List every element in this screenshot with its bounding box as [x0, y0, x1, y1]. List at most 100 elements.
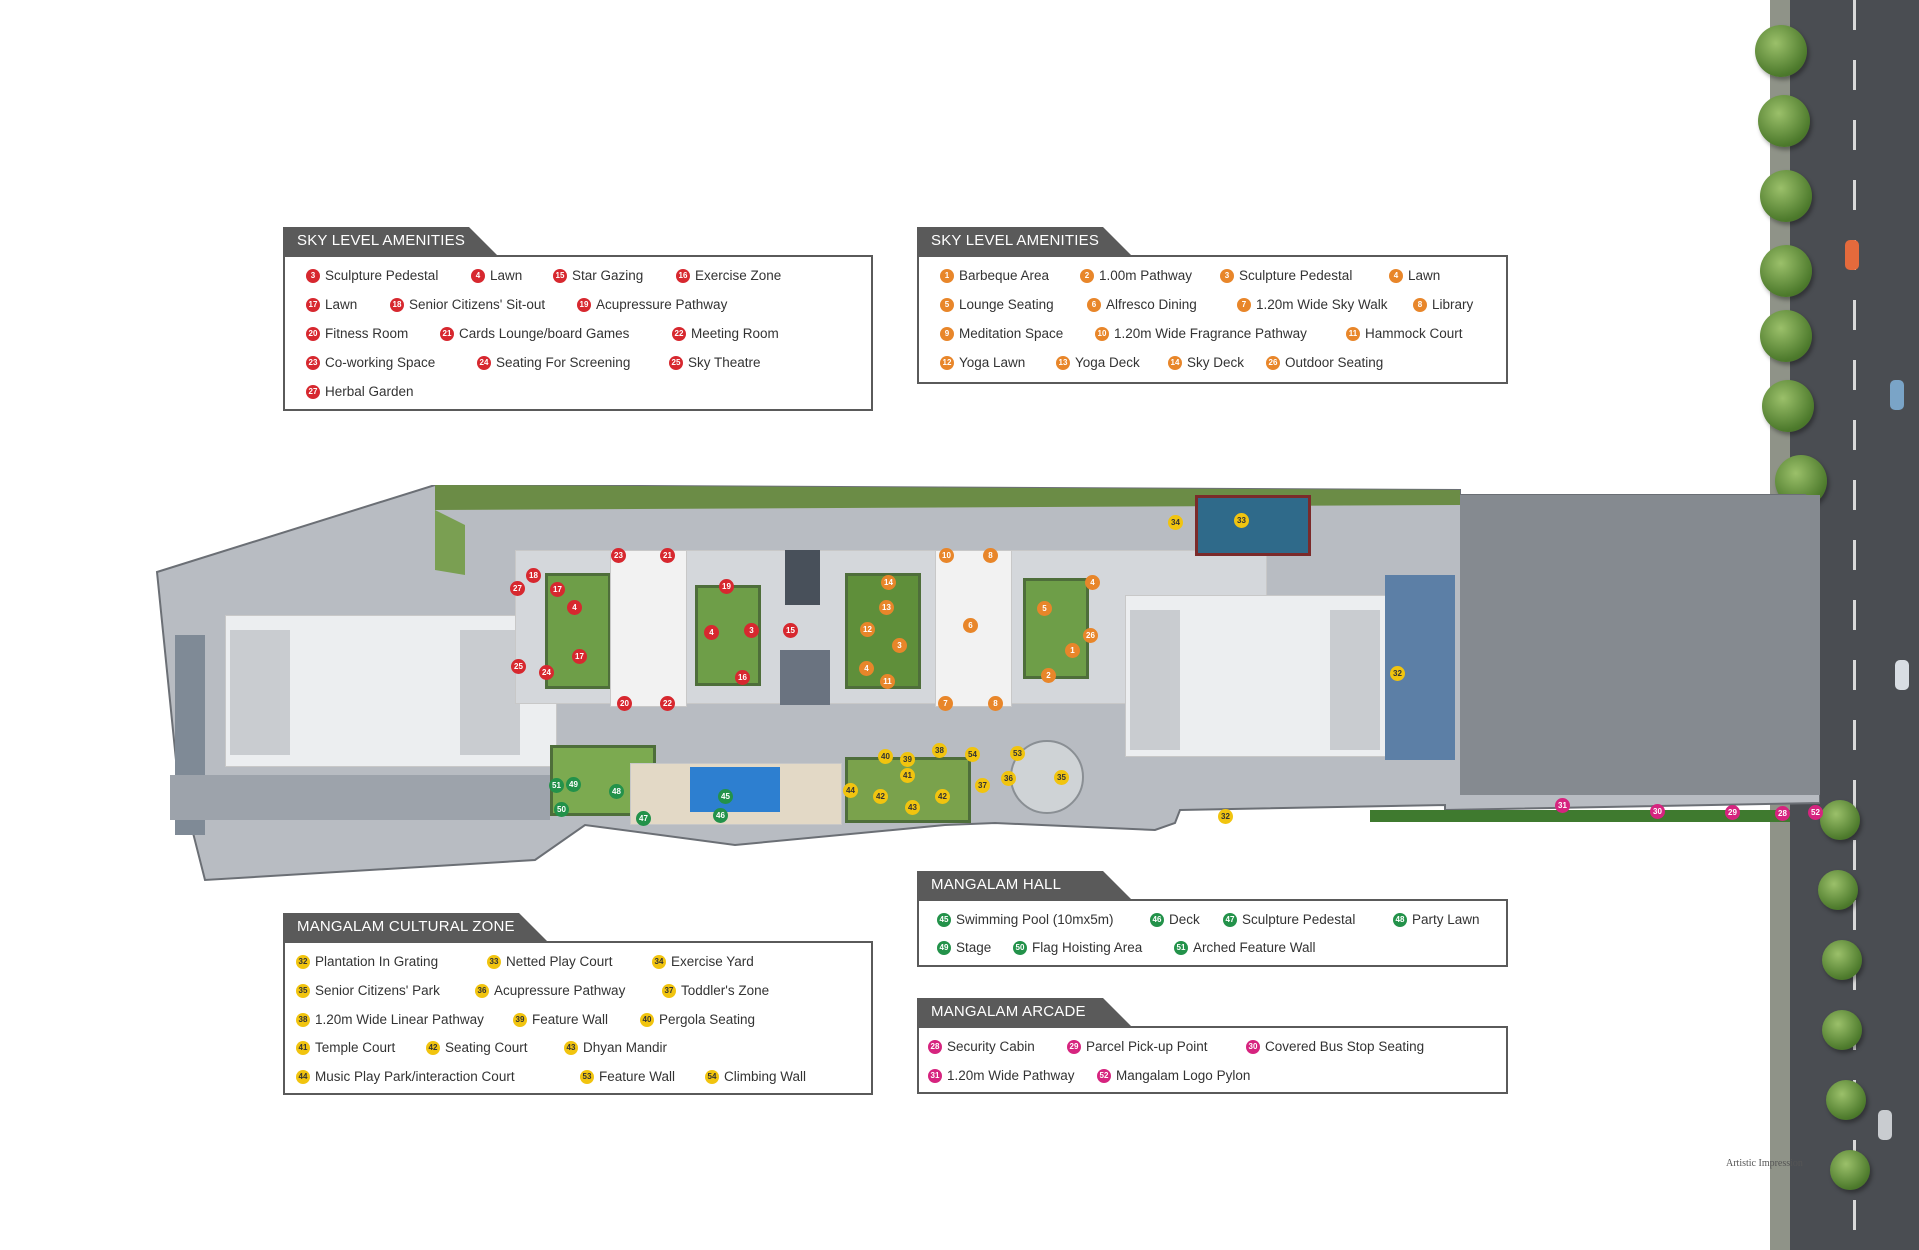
map-marker-orange[interactable]: 14 [881, 575, 896, 590]
lawn [545, 573, 611, 689]
tower-right-wing [1130, 610, 1180, 750]
map-marker-red[interactable]: 25 [511, 659, 526, 674]
legend-label: Netted Play Court [506, 954, 613, 969]
map-marker-orange[interactable]: 3 [892, 638, 907, 653]
tree [1830, 1150, 1870, 1190]
map-marker-orange[interactable]: 8 [988, 696, 1003, 711]
map-marker-red[interactable]: 3 [744, 623, 759, 638]
map-marker-orange[interactable]: 7 [938, 696, 953, 711]
map-marker-yellow[interactable]: 54 [965, 747, 980, 762]
legend-number-badge: 50 [1013, 940, 1027, 955]
map-marker-orange[interactable]: 11 [880, 674, 895, 689]
map-marker-yellow[interactable]: 32 [1390, 666, 1405, 681]
map-marker-yellow[interactable]: 43 [905, 800, 920, 815]
map-marker-yellow[interactable]: 40 [878, 749, 893, 764]
legend-label: Star Gazing [572, 268, 644, 283]
legend-label: Music Play Park/interaction Court [315, 1069, 515, 1084]
map-marker-orange[interactable]: 10 [939, 548, 954, 563]
legend-number-badge: 2 [1080, 268, 1094, 283]
legend-number-badge: 7 [1237, 297, 1251, 312]
map-marker-red[interactable]: 17 [572, 649, 587, 664]
map-marker-red[interactable]: 4 [704, 625, 719, 640]
map-marker-yellow[interactable]: 41 [900, 768, 915, 783]
map-marker-yellow[interactable]: 36 [1001, 771, 1016, 786]
map-marker-green[interactable]: 45 [718, 789, 733, 804]
map-marker-yellow[interactable]: 42 [873, 789, 888, 804]
map-marker-pink[interactable]: 52 [1808, 805, 1823, 820]
tree [1820, 800, 1860, 840]
map-marker-red[interactable]: 17 [550, 582, 565, 597]
map-marker-red[interactable]: 15 [783, 623, 798, 638]
map-marker-yellow[interactable]: 33 [1234, 513, 1249, 528]
legend-number-badge: 21 [440, 326, 454, 341]
map-marker-pink[interactable]: 30 [1650, 804, 1665, 819]
legend-label: Herbal Garden [325, 384, 414, 399]
legend-number-badge: 44 [296, 1069, 310, 1084]
map-marker-red[interactable]: 20 [617, 696, 632, 711]
legend-number-badge: 40 [640, 1012, 654, 1027]
map-marker-red[interactable]: 23 [611, 548, 626, 563]
map-marker-yellow[interactable]: 53 [1010, 746, 1025, 761]
tree [1818, 870, 1858, 910]
map-marker-orange[interactable]: 2 [1041, 668, 1056, 683]
legend-label: Lawn [325, 297, 358, 312]
legend-label: Deck [1169, 912, 1200, 927]
map-marker-red[interactable]: 18 [526, 568, 541, 583]
map-marker-yellow[interactable]: 34 [1168, 515, 1183, 530]
tree [1758, 95, 1810, 147]
map-marker-red[interactable]: 22 [660, 696, 675, 711]
legend-label: Sky Theatre [688, 355, 761, 370]
map-marker-green[interactable]: 49 [566, 777, 581, 792]
map-marker-yellow[interactable]: 35 [1054, 770, 1069, 785]
map-marker-orange[interactable]: 13 [879, 600, 894, 615]
map-marker-yellow[interactable]: 44 [843, 783, 858, 798]
legend-mangalam-hall [917, 899, 1508, 967]
map-marker-yellow[interactable]: 38 [932, 743, 947, 758]
legend-label: Meditation Space [959, 326, 1064, 341]
map-marker-pink[interactable]: 29 [1725, 805, 1740, 820]
legend-number-badge: 13 [1056, 355, 1070, 370]
map-marker-red[interactable]: 27 [510, 581, 525, 596]
map-marker-orange[interactable]: 12 [860, 622, 875, 637]
map-marker-red[interactable]: 19 [719, 579, 734, 594]
map-marker-red[interactable]: 21 [660, 548, 675, 563]
map-marker-orange[interactable]: 26 [1083, 628, 1098, 643]
legend-number-badge: 41 [296, 1040, 310, 1055]
map-marker-pink[interactable]: 28 [1775, 806, 1790, 821]
map-marker-yellow[interactable]: 37 [975, 778, 990, 793]
map-marker-orange[interactable]: 1 [1065, 643, 1080, 658]
map-marker-orange[interactable]: 8 [983, 548, 998, 563]
map-marker-yellow[interactable]: 39 [900, 752, 915, 767]
map-marker-red[interactable]: 4 [567, 600, 582, 615]
map-marker-yellow[interactable]: 32 [1218, 809, 1233, 824]
map-marker-red[interactable]: 16 [735, 670, 750, 685]
map-marker-yellow[interactable]: 42 [935, 789, 950, 804]
map-marker-green[interactable]: 47 [636, 811, 651, 826]
map-marker-orange[interactable]: 6 [963, 618, 978, 633]
map-marker-green[interactable]: 51 [549, 778, 564, 793]
legend-label: Yoga Deck [1075, 355, 1140, 370]
map-marker-red[interactable]: 24 [539, 665, 554, 680]
legend-label: Swimming Pool (10mx5m) [956, 912, 1114, 927]
map-marker-orange[interactable]: 4 [859, 661, 874, 676]
map-marker-green[interactable]: 46 [713, 808, 728, 823]
road-lane-marking [1853, 0, 1856, 1250]
map-marker-orange[interactable]: 4 [1085, 575, 1100, 590]
legend-label: 1.20m Wide Pathway [947, 1068, 1075, 1083]
legend-label: Meeting Room [691, 326, 779, 341]
legend-label: Co-working Space [325, 355, 436, 370]
map-marker-orange[interactable]: 5 [1037, 601, 1052, 616]
map-marker-green[interactable]: 48 [609, 784, 624, 799]
map-marker-pink[interactable]: 31 [1555, 798, 1570, 813]
map-marker-green[interactable]: 50 [554, 802, 569, 817]
car [1878, 1110, 1892, 1140]
